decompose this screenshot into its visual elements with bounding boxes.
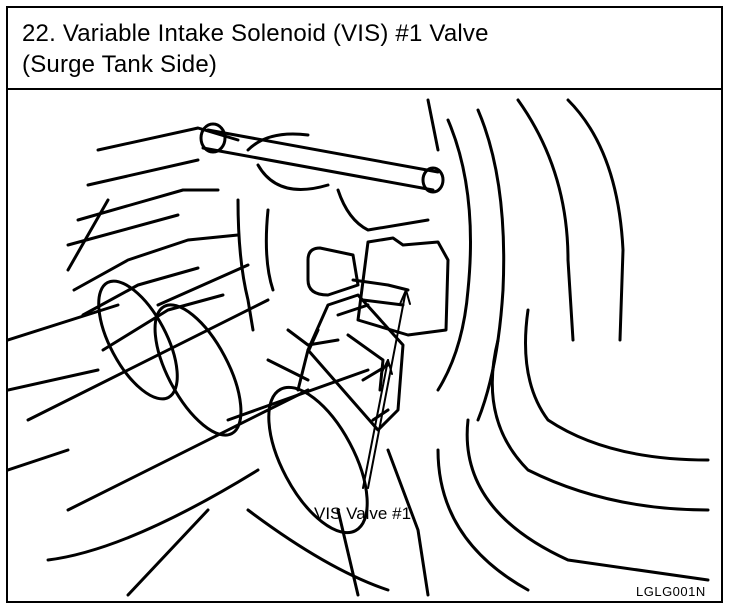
upper-left-pipes	[66, 126, 240, 352]
figure-id: LGLG001N	[636, 584, 706, 599]
title-line-2: (Surge Tank Side)	[22, 51, 218, 78]
engine-illustration	[8, 98, 710, 597]
vis-valve-label: VIS Valve #1	[314, 504, 412, 523]
center-structure	[236, 188, 430, 382]
main-pipe	[8, 198, 390, 592]
title-header: 22. Variable Intake Solenoid (VIS) #1 Va…	[8, 8, 721, 90]
right-hoses	[426, 98, 710, 592]
lower-lines	[126, 448, 430, 597]
top-rod	[199, 122, 445, 194]
figure-frame: 22. Variable Intake Solenoid (VIS) #1 Va…	[6, 6, 723, 603]
callout-leaders	[362, 289, 411, 489]
solenoid-connector	[306, 236, 450, 337]
title-line-1: 22. Variable Intake Solenoid (VIS) #1 Va…	[22, 20, 489, 47]
